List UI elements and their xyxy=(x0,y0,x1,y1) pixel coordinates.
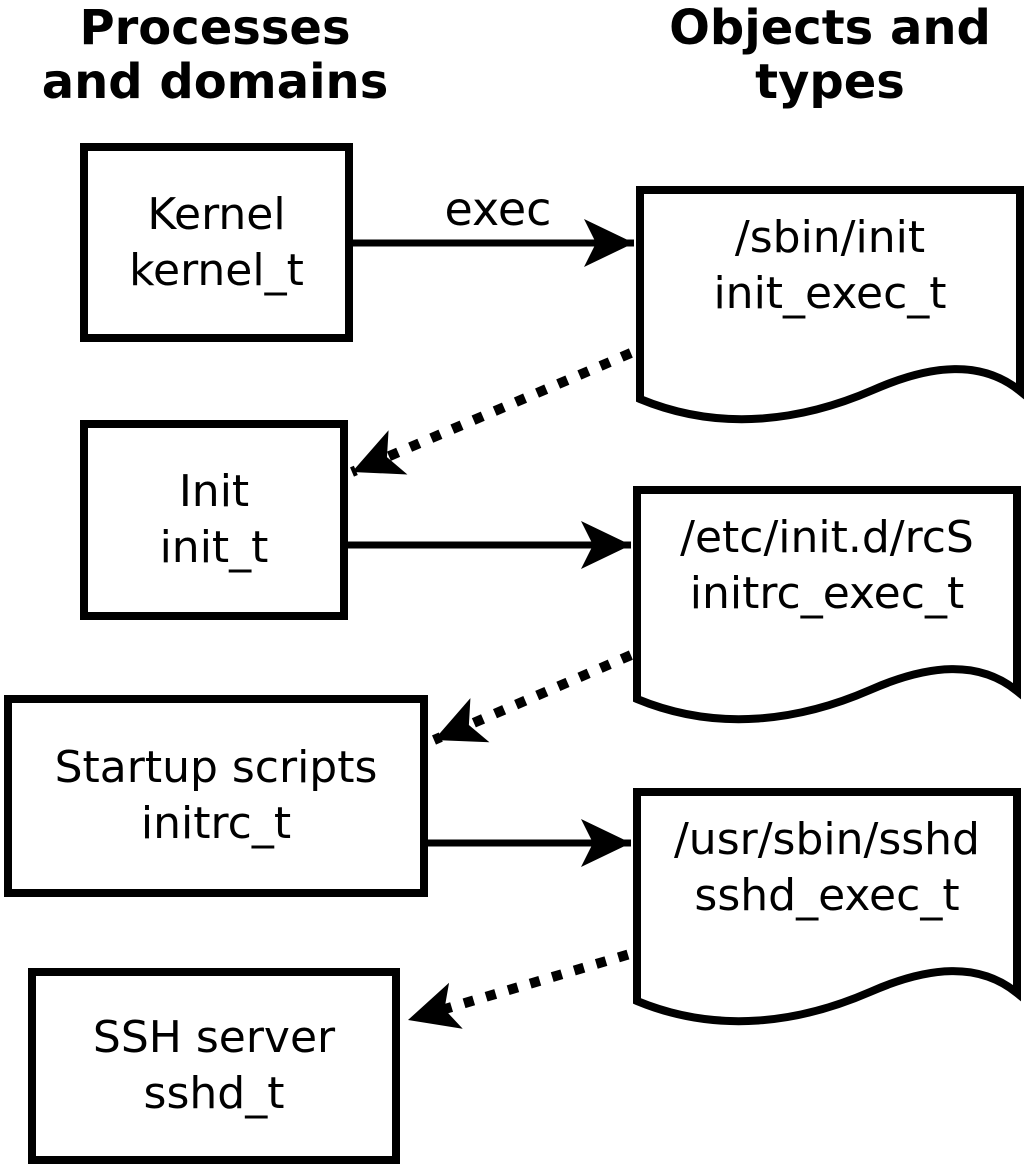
object-doc-sbin-init: /sbin/init init_exec_t xyxy=(636,186,1024,436)
process-box-startup-scripts: Startup scripts initrc_t xyxy=(4,695,428,897)
header-line: Objects and xyxy=(669,0,991,56)
header-line: Processes xyxy=(79,0,351,56)
header-line: types xyxy=(755,53,905,110)
process-box-kernel: Kernel kernel_t xyxy=(80,143,353,342)
process-name: Init xyxy=(178,466,250,518)
object-type: init_exec_t xyxy=(713,267,947,319)
document-shape-icon xyxy=(633,788,1021,1026)
process-box-ssh-server: SSH server sshd_t xyxy=(28,968,400,1164)
edge-label-exec: exec xyxy=(444,182,552,236)
object-type: sshd_exec_t xyxy=(694,869,960,921)
process-domain-type: kernel_t xyxy=(129,244,304,296)
process-domain-type: initrc_t xyxy=(140,798,292,849)
column-header-processes: Processes and domains xyxy=(0,0,430,110)
process-name: SSH server xyxy=(92,1012,336,1064)
process-domain-type: sshd_t xyxy=(143,1068,285,1119)
column-header-objects: Objects and types xyxy=(630,0,1024,110)
object-path: /usr/sbin/sshd xyxy=(673,814,980,865)
process-domain-type: init_t xyxy=(159,522,269,573)
object-type: initrc_exec_t xyxy=(689,567,965,619)
object-path: /sbin/init xyxy=(734,212,926,263)
process-name: Kernel xyxy=(147,188,286,240)
process-name: Startup scripts xyxy=(54,742,378,794)
object-path: /etc/init.d/rcS xyxy=(680,512,974,563)
object-doc-etc-initd-rcs: /etc/init.d/rcS initrc_exec_t xyxy=(633,486,1021,736)
header-line: and domains xyxy=(41,53,389,110)
document-shape-icon xyxy=(633,486,1021,724)
edge-transition-to-initrc-t xyxy=(432,641,654,745)
edge-transition-to-init-t xyxy=(350,339,654,477)
object-doc-usr-sbin-sshd: /usr/sbin/sshd sshd_exec_t xyxy=(633,788,1021,1038)
process-box-init: Init init_t xyxy=(80,420,348,620)
document-shape-icon xyxy=(636,186,1024,424)
edge-transition-to-sshd-t xyxy=(406,943,652,1029)
